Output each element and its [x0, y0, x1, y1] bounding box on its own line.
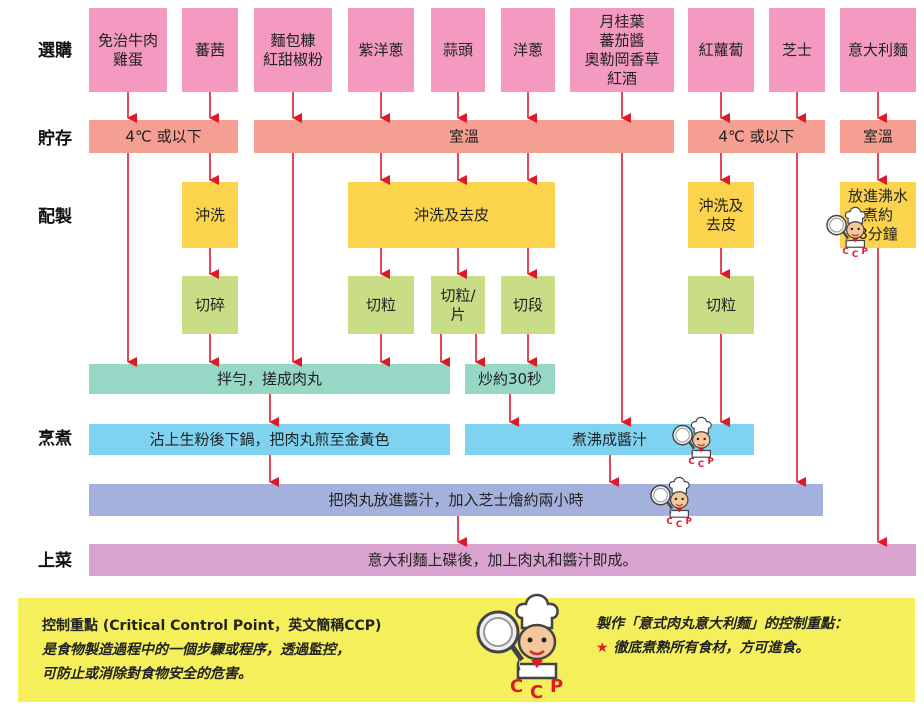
prep-box-wash-peel-carrot-label: 沖洗及去皮 [698, 197, 743, 234]
stage-label-purchase: 選購 [38, 40, 72, 61]
storage-box-room-2-label: 室溫 [863, 128, 893, 146]
purchase-box-bay-tomato-oregano-wine [570, 8, 674, 92]
prep-box-wash [182, 182, 238, 248]
combine-box [89, 484, 823, 516]
purchase-box-pasta-label: 意大利麵 [848, 41, 908, 59]
flow-arrows [127, 92, 887, 547]
purchase-box-breadcrumbs-paprika [254, 8, 332, 92]
cut-box-chop [182, 276, 238, 334]
purchase-box-garlic-label: 蒜頭 [443, 41, 473, 59]
recipe-ccp-point: ★ 徹底煮熟所有食材，方可進食。 [596, 636, 916, 660]
cut-box-chop-label: 切碎 [195, 296, 225, 314]
purchase-box-beef-egg [89, 8, 167, 92]
recipe-ccp-title: 製作「意式肉丸意大利麵」的控制重點： [596, 616, 848, 632]
legend-definition: 控制重點 (Critical Control Point，英文簡稱CCP) 是食… [42, 614, 442, 686]
ccp-letter: P [686, 517, 692, 527]
serve-box [89, 544, 916, 576]
mix-box-meatballs [89, 364, 450, 394]
ccp-letter: P [862, 247, 868, 257]
stage-label-prep: 配製 [38, 206, 72, 227]
cut-box-dice-slice-garlic-label: 切粒/片 [440, 287, 476, 324]
purchase-box-red-onion [348, 8, 414, 92]
recipe-ccp: 製作「意式肉丸意大利麵」的控制重點： ★ 徹底煮熟所有食材，方可進食。 [596, 612, 916, 660]
ccp-letter: C [852, 250, 858, 260]
recipe-ccp-point-text: 徹底煮熟所有食材，方可進食。 [613, 640, 810, 656]
prep-box-wash-label: 沖洗 [195, 206, 225, 224]
ccp-letter: P [550, 676, 563, 697]
stage-label-serve: 上菜 [38, 551, 73, 571]
purchase-box-beef-egg-label: 免治牛肉雞蛋 [98, 32, 158, 69]
prep-box-wash-peel-carrot [688, 182, 754, 248]
purchase-box-cheese-label: 芝士 [782, 41, 812, 59]
storage-box-chilled-1-label: 4℃ 或以下 [125, 128, 201, 146]
ccp-letter: C [842, 247, 848, 257]
purchase-box-carrot [688, 8, 754, 92]
star-icon: ★ [596, 640, 609, 656]
purchase-box-carrot-label: 紅蘿蔔 [698, 41, 743, 59]
ccp-letter: C [510, 676, 523, 697]
ccp-letter: C [698, 460, 704, 470]
purchase-box-pasta [840, 8, 916, 92]
ccp-letter: P [708, 457, 714, 467]
storage-box-chilled-2-label: 4℃ 或以下 [718, 128, 794, 146]
purchase-box-parsley [182, 8, 238, 92]
prep-box-wash-peel [348, 182, 555, 248]
prep-box-wash-peel-label: 沖洗及去皮 [414, 206, 489, 224]
purchase-box-breadcrumbs-paprika-label: 麵包糠紅甜椒粉 [263, 32, 323, 69]
cut-box-dice-red-onion-label: 切粒 [366, 296, 396, 314]
mix-row: 拌勻，搓成肉丸 炒約30秒 [89, 364, 555, 394]
cut-box-dice-carrot-label: 切粒 [706, 296, 736, 314]
stage-label-cook: 烹煮 [38, 428, 72, 449]
cut-box-dice-carrot [688, 276, 754, 334]
mix-box-meatballs-label: 拌勻，搓成肉丸 [217, 370, 322, 388]
combine-box-label: 把肉丸放進醬汁，加入芝士燴約兩小時 [328, 491, 583, 509]
legend-desc-line-1: 是食物製造過程中的一個步驟或程序，透過監控， [42, 642, 350, 658]
ccp-letter: C [676, 520, 682, 530]
purchase-box-bay-tomato-oregano-wine-label: 月桂葉蕃茄醬奧勒岡香草紅酒 [584, 13, 659, 88]
stage-label-storage: 貯存 [38, 128, 72, 149]
cook-box-boil-sauce-label: 煮沸成醬汁 [572, 431, 647, 449]
storage-row: 4℃ 或以下 室溫 4℃ 或以下 室溫 [89, 120, 916, 153]
legend-title: 控制重點 (Critical Control Point，英文簡稱CCP) [42, 618, 382, 634]
cook-row: 沾上生粉後下鍋，把肉丸煎至金黃色 煮沸成醬汁 [89, 424, 754, 455]
storage-box-room-1-label: 室溫 [449, 128, 479, 146]
purchase-box-red-onion-label: 紫洋蔥 [358, 41, 403, 59]
cut-box-dice-slice-garlic [431, 276, 485, 334]
mix-box-stir-fry-label: 炒約30秒 [478, 370, 542, 388]
cook-box-fry-meatballs [89, 424, 450, 455]
ccp-letter: C [688, 457, 694, 467]
cut-box-section-onion [501, 276, 555, 334]
cut-box-section-onion-label: 切段 [513, 296, 543, 314]
cook-box-fry-meatballs-label: 沾上生粉後下鍋，把肉丸煎至金黃色 [149, 431, 389, 449]
purchase-box-parsley-label: 蕃茜 [195, 41, 225, 59]
serve-box-label: 意大利麵上碟後，加上肉丸和醬汁即成。 [367, 551, 637, 569]
purchase-box-onion [501, 8, 555, 92]
storage-box-room-2 [840, 120, 916, 153]
ccp-letter: C [666, 517, 672, 527]
legend-panel [18, 598, 915, 702]
mix-box-stir-fry [465, 364, 555, 394]
cut-row: 切碎 切粒 切粒/片 切段 切粒 [182, 276, 754, 334]
purchase-box-cheese [769, 8, 825, 92]
storage-box-chilled-2 [688, 120, 825, 153]
legend-desc-line-2: 可防止或消除對食物安全的危害。 [42, 666, 252, 682]
cut-box-dice-red-onion [348, 276, 414, 334]
purchase-box-garlic [431, 8, 485, 92]
purchase-row: 免治牛肉雞蛋 蕃茜 麵包糠紅甜椒粉 紫洋蔥 蒜頭 洋蔥 月桂葉蕃茄醬奧勒岡香草紅… [89, 8, 916, 92]
ccp-letter: C [530, 682, 543, 703]
storage-box-chilled-1 [89, 120, 238, 153]
storage-box-room-1 [254, 120, 674, 153]
purchase-box-onion-label: 洋蔥 [513, 41, 543, 59]
